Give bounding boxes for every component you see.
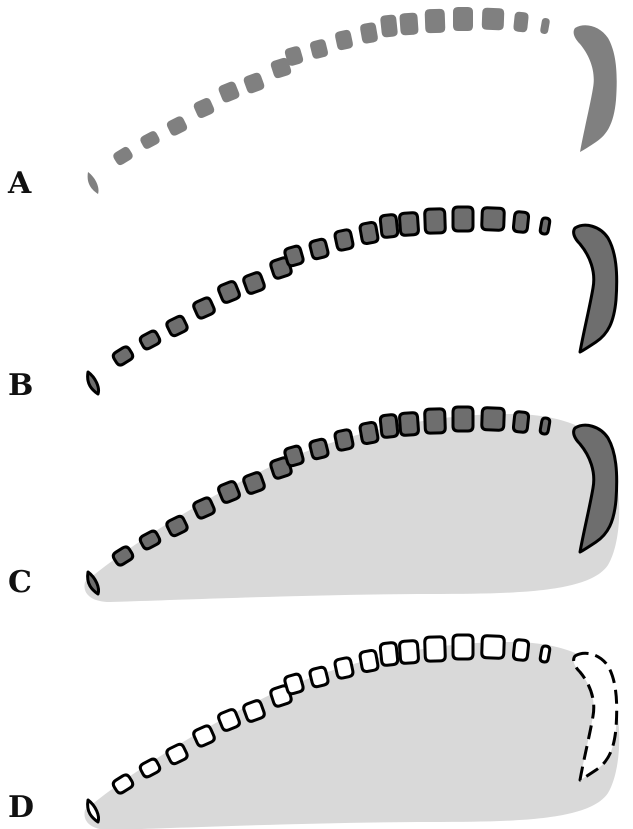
segment — [242, 471, 266, 495]
segment — [308, 237, 330, 261]
segment — [217, 480, 241, 504]
panel-c-label: C — [8, 565, 32, 600]
panel-d-label: D — [8, 790, 34, 825]
segment — [217, 280, 241, 304]
segment — [513, 11, 529, 33]
segment — [111, 345, 135, 367]
segment — [217, 708, 241, 732]
segment — [283, 444, 305, 468]
segment — [308, 437, 330, 461]
panel-d: D — [8, 633, 620, 829]
segment — [451, 405, 475, 433]
segment — [398, 211, 420, 237]
segment — [243, 72, 265, 94]
segment — [380, 14, 398, 38]
segment — [398, 411, 420, 437]
panel-b-segments — [86, 205, 619, 396]
segment — [242, 271, 266, 295]
segment — [308, 665, 330, 689]
segment — [358, 649, 380, 673]
segment — [378, 641, 400, 667]
segment — [538, 644, 552, 664]
segment — [283, 244, 305, 268]
segment — [358, 421, 380, 445]
segment — [335, 29, 353, 51]
panel-a-label: A — [7, 166, 32, 201]
segment — [480, 406, 506, 432]
segment — [86, 570, 100, 596]
segment — [218, 81, 240, 103]
segment — [423, 207, 447, 235]
panel-c-body-outline — [84, 414, 620, 602]
segment — [113, 146, 133, 166]
segment — [399, 12, 419, 36]
segment — [511, 410, 531, 434]
segment — [451, 633, 475, 661]
panel-d-segments — [86, 633, 619, 824]
segment — [138, 757, 162, 779]
segment — [310, 39, 328, 59]
segment — [333, 656, 355, 680]
segment — [138, 329, 162, 351]
segment — [166, 116, 188, 136]
segment — [87, 172, 99, 194]
segment — [111, 545, 135, 567]
segment — [360, 22, 378, 44]
segment — [378, 213, 400, 239]
segment — [140, 131, 160, 149]
panel-c: C — [8, 405, 620, 602]
panel-d-body-outline — [84, 642, 620, 829]
segment — [193, 98, 215, 118]
head-segment — [572, 423, 619, 554]
segment — [333, 428, 355, 452]
segment — [242, 699, 266, 723]
segment — [86, 798, 100, 824]
segment — [378, 413, 400, 439]
panel-c-segments — [86, 405, 619, 596]
segment — [453, 7, 473, 31]
segment — [538, 216, 552, 236]
segment — [540, 18, 550, 34]
segment — [283, 672, 305, 696]
panel-b-label: B — [8, 368, 33, 403]
segment — [165, 742, 189, 766]
panel-a-segments — [87, 7, 617, 194]
segment — [86, 370, 100, 396]
panel-b: B — [8, 205, 619, 403]
segment — [270, 57, 292, 79]
head-segment — [572, 651, 619, 782]
segment — [284, 46, 304, 66]
segment — [451, 205, 475, 233]
segment — [480, 634, 506, 660]
segment — [424, 8, 446, 34]
segment — [165, 314, 189, 338]
segment — [538, 416, 552, 436]
segment — [480, 206, 506, 232]
segment — [481, 7, 505, 31]
segment — [511, 210, 531, 234]
segment — [192, 724, 216, 748]
segment — [165, 514, 189, 538]
segment — [192, 296, 216, 320]
segment — [511, 638, 531, 662]
segment — [333, 228, 355, 252]
segment — [423, 407, 447, 435]
segment — [423, 635, 447, 663]
head-segment — [573, 25, 617, 152]
segment — [398, 639, 420, 665]
segment — [111, 773, 135, 795]
head-segment — [572, 223, 619, 354]
panel-a: A — [7, 7, 617, 201]
segment — [138, 529, 162, 551]
segment — [358, 221, 380, 245]
segment — [192, 496, 216, 520]
